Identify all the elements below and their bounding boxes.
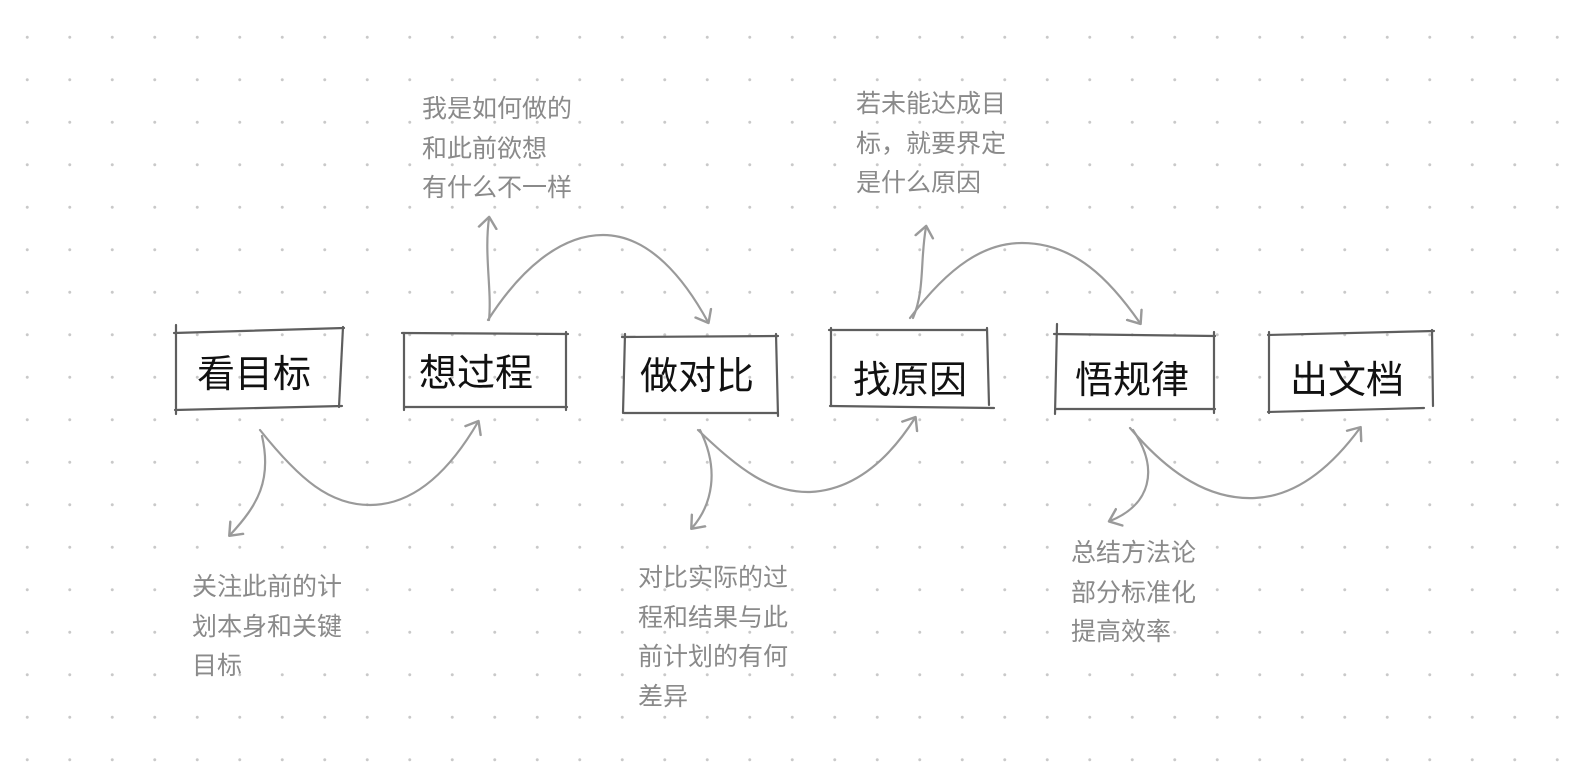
flow-arrow-1-2 bbox=[258, 422, 478, 507]
step-label-2: 想过程 bbox=[419, 351, 534, 395]
note-5-line-2: 部分标准化 bbox=[1071, 577, 1197, 607]
step-label-3: 做对比 bbox=[640, 354, 755, 398]
note-arrow-1 bbox=[230, 434, 267, 535]
note-3-line-4: 差异 bbox=[638, 681, 689, 711]
step-label-5: 悟规律 bbox=[1075, 358, 1190, 402]
step-label-6: 出文档 bbox=[1290, 358, 1405, 402]
note-2: 我是如何做的 和此前欲想 有什么不一样 bbox=[422, 89, 572, 208]
flow-arrow-3-4 bbox=[696, 418, 915, 494]
step-box-4 bbox=[827, 326, 996, 410]
step-label-1: 看目标 bbox=[197, 352, 312, 396]
flow-arrow-4-5 bbox=[908, 241, 1140, 323]
note-arrow-2 bbox=[487, 218, 489, 322]
note-3-line-1: 对比实际的过 bbox=[638, 563, 789, 592]
note-arrow-5 bbox=[1110, 428, 1150, 521]
note-5: 总结方法论 部分标准化 提高效率 bbox=[1071, 533, 1196, 652]
step-box-3 bbox=[620, 332, 780, 418]
note-4: 若未能达成目 标，就要界定 是什么原因 bbox=[856, 84, 1006, 203]
note-3-line-2: 程和结果与此 bbox=[638, 602, 789, 632]
note-1-line-1: 关注此前的计 bbox=[192, 572, 343, 601]
step-box-1 bbox=[172, 323, 346, 416]
step-box-2 bbox=[400, 330, 570, 412]
note-2-line-2: 和此前欲想 bbox=[422, 133, 548, 163]
note-2-line-3: 有什么不一样 bbox=[422, 173, 573, 202]
note-5-line-3: 提高效率 bbox=[1071, 617, 1172, 646]
note-1: 关注此前的计 划本身和关键 目标 bbox=[192, 567, 342, 686]
note-2-line-1: 我是如何做的 bbox=[422, 94, 573, 123]
note-arrow-3 bbox=[692, 428, 713, 528]
note-1-line-3: 目标 bbox=[192, 651, 243, 680]
step-box-6 bbox=[1266, 328, 1436, 415]
note-4-line-1: 若未能达成目 bbox=[856, 89, 1007, 118]
note-4-line-3: 是什么原因 bbox=[856, 168, 982, 197]
flow-arrow-5-6 bbox=[1128, 428, 1360, 500]
note-1-line-2: 划本身和关键 bbox=[192, 611, 343, 641]
note-3: 对比实际的过 程和结果与此 前计划的有何 差异 bbox=[638, 558, 788, 716]
note-4-line-2: 标，就要界定 bbox=[856, 128, 1007, 158]
note-arrow-4 bbox=[911, 227, 926, 320]
note-5-line-1: 总结方法论 bbox=[1071, 538, 1197, 567]
step-box-5 bbox=[1052, 322, 1217, 416]
step-label-4: 找原因 bbox=[853, 358, 968, 402]
flow-arrow-2-3 bbox=[486, 233, 708, 322]
note-3-line-3: 前计划的有何 bbox=[638, 642, 789, 671]
